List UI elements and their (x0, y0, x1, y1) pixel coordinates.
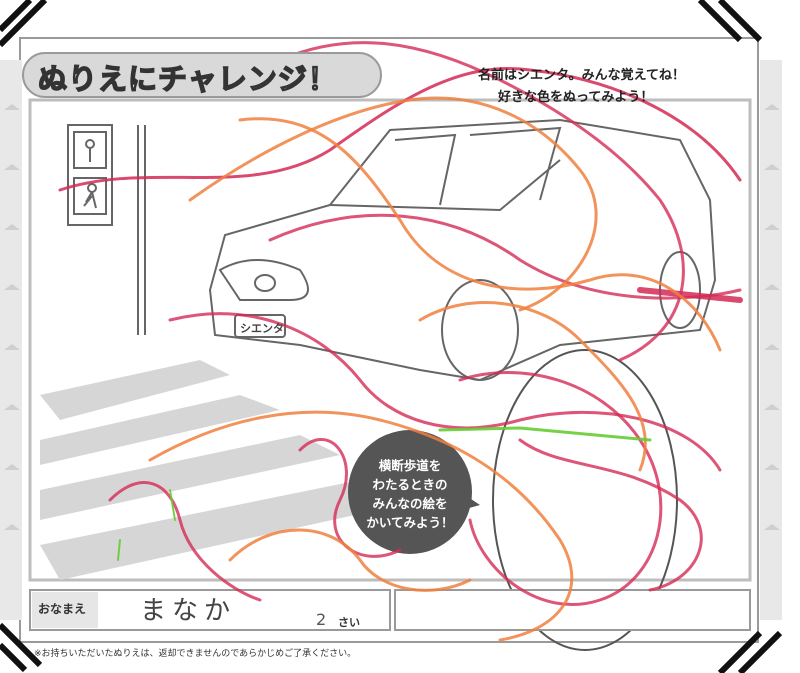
instruction-line-1: 名前はシエンタ。みんな覚えてね！ (478, 68, 685, 83)
scene-box (28, 98, 752, 582)
pedestrian-signal (67, 124, 146, 335)
car-outline (208, 118, 717, 382)
bubble-line-3: みんなの絵を (372, 496, 448, 511)
name-label: おなまえ (38, 602, 87, 616)
bubble-line-1: 横断歩道を (378, 458, 442, 473)
footer-note: ※お持ちいただいたぬりえは、返却できませんのであらかじめご了承ください。 (34, 649, 357, 659)
age-unit: さい (338, 616, 360, 629)
car-name-badge: シエンタ (240, 322, 284, 335)
age-value: 2 (316, 610, 327, 629)
left-border-pattern (0, 60, 22, 620)
corner-stripes (0, 0, 783, 673)
right-border-pattern (760, 60, 782, 620)
bubble-text: 横断歩道を わたるときの みんなの絵を かいてみよう！ (340, 456, 480, 532)
page-title: ぬりえにチャレンジ！ (37, 61, 338, 97)
bubble-line-2: わたるときの (372, 477, 448, 492)
tire-oval (492, 349, 678, 651)
name-label-box (32, 592, 98, 628)
extra-box (394, 589, 751, 631)
name-value: まなか (140, 596, 237, 626)
crosswalk (40, 360, 400, 580)
instruction-line-2: 好きな色をぬってみよう！ (498, 90, 654, 105)
speech-bubble (348, 430, 480, 554)
bubble-line-4: かいてみよう！ (366, 515, 454, 530)
crayon-scribbles (58, 41, 743, 642)
title-badge (22, 52, 382, 98)
